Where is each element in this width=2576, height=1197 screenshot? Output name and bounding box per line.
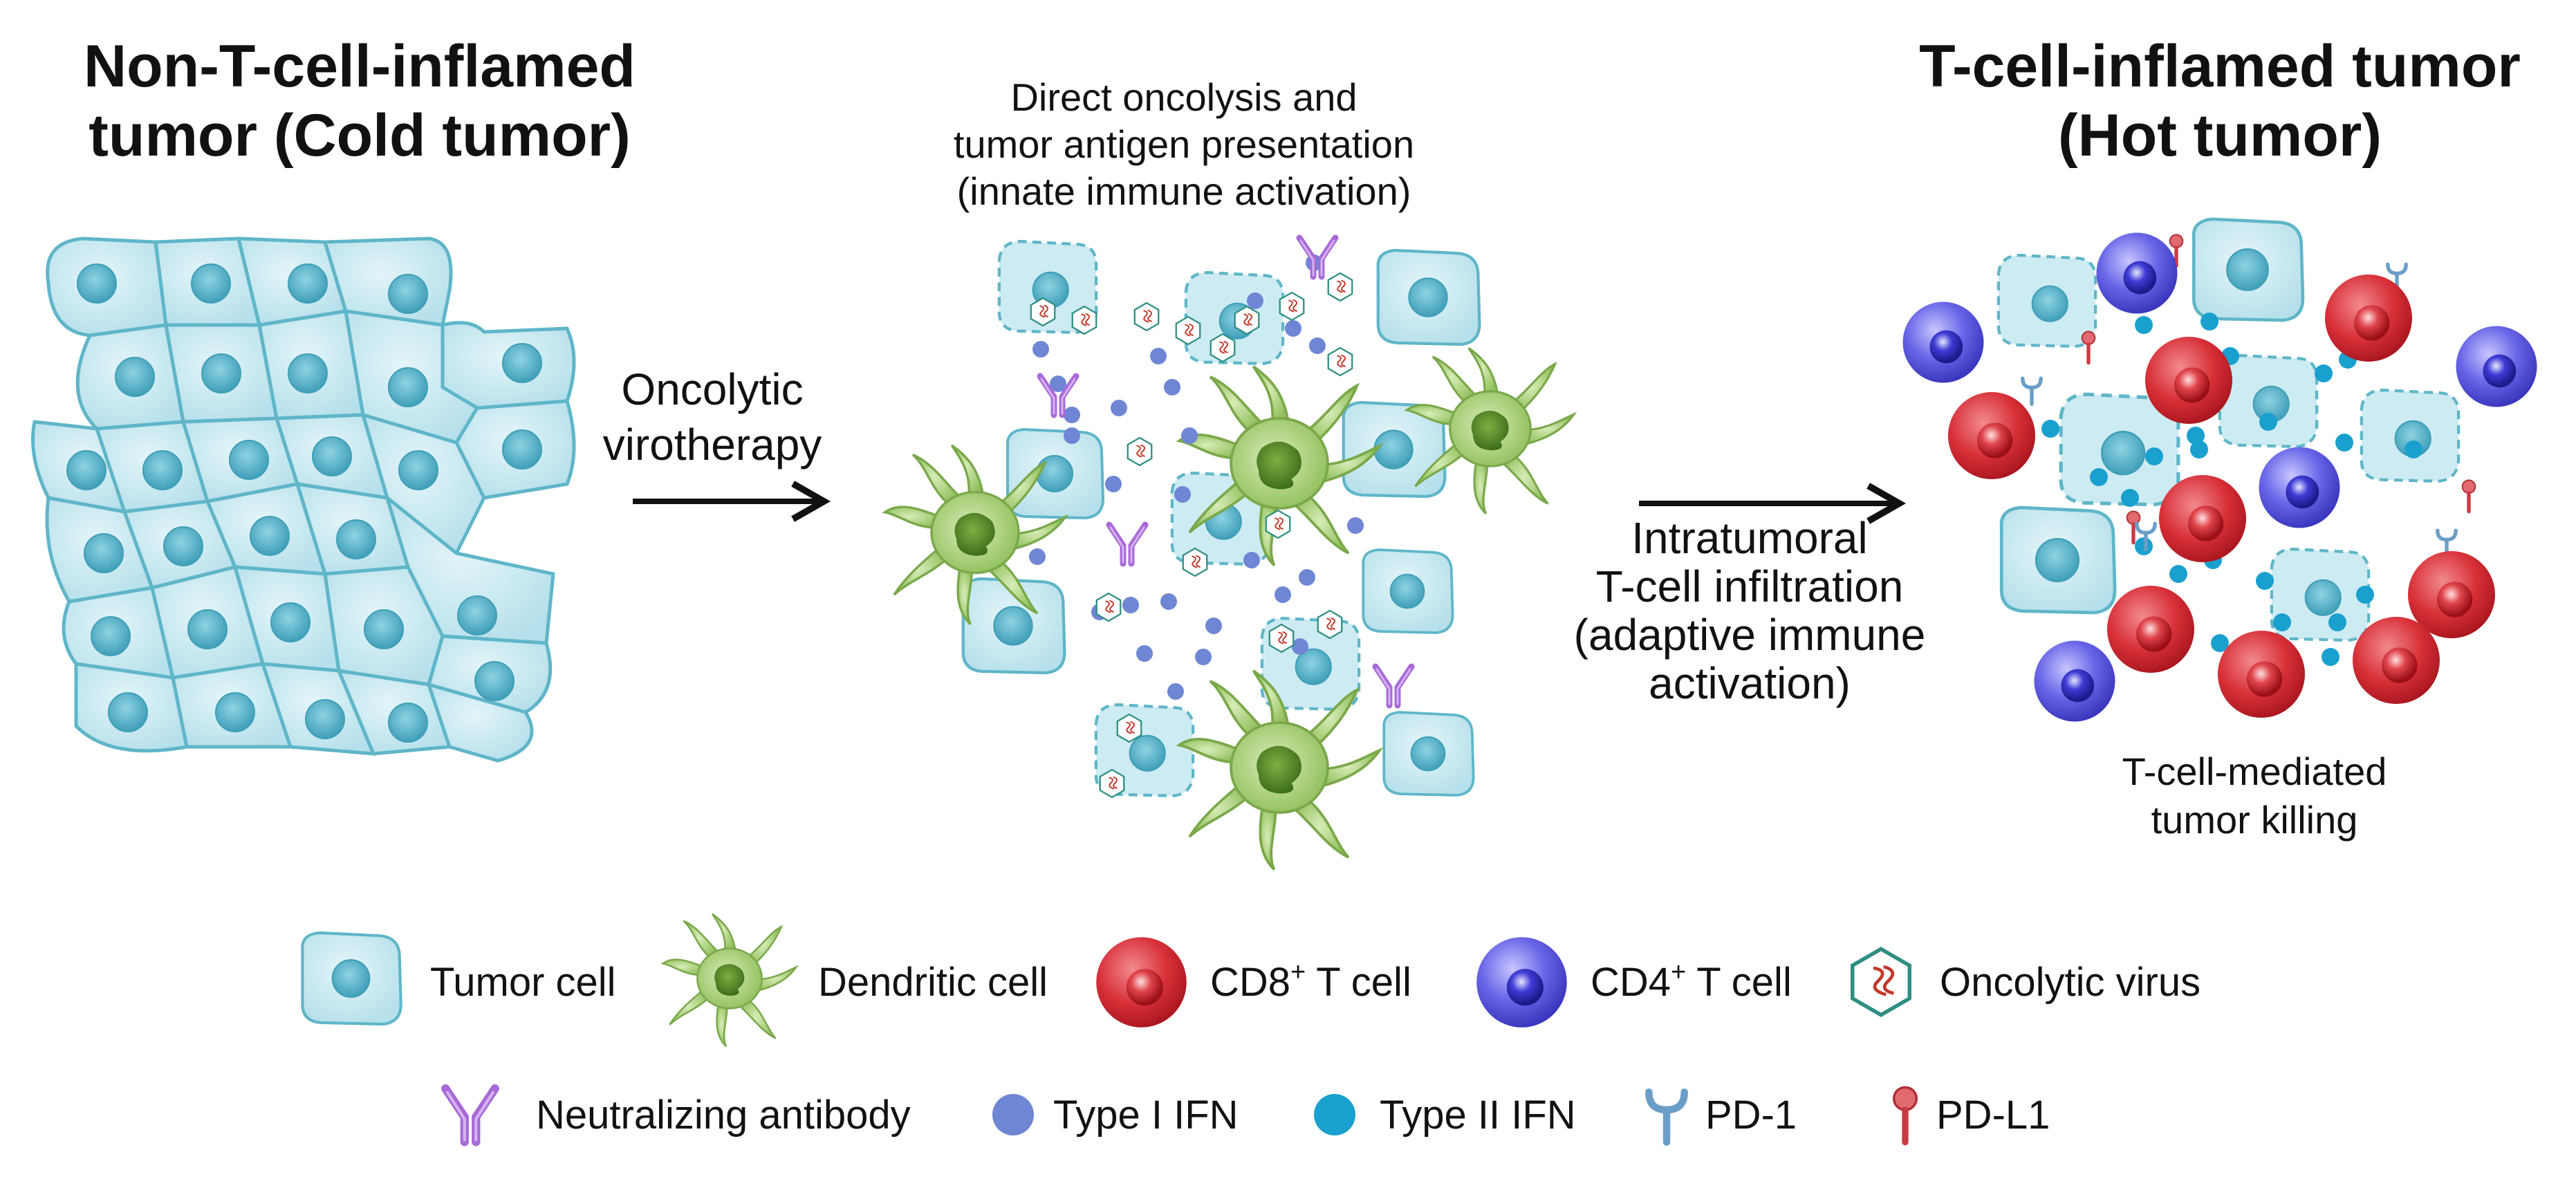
neutralizing-antibody-icon [445,1088,495,1142]
legend-label-cd4-t-cell: CD4+ T cell [1591,958,1792,1005]
legend-label-oncolytic-virus: Oncolytic virus [1940,960,2200,1005]
legend-item-neutralizing-antibody: Neutralizing antibody [445,1088,911,1142]
middle-caption-line1: Direct oncolysis and [1010,75,1357,119]
pd-l1-icon [1894,1087,1917,1142]
legend-item-type-ii-ifn: Type II IFN [1314,1093,1576,1138]
oncolytic-virotherapy-arrow: Oncolytic virotherapy [603,364,831,522]
legend-label-type-i-ifn: Type I IFN [1053,1093,1239,1138]
hot-tumor-cluster: T-cell-mediated tumor killing [1902,219,2537,842]
dendritic-cell-icon [661,913,798,1048]
legend-item-type-i-ifn: Type I IFN [992,1093,1239,1138]
legend-item-pd-l1: PD-L1 [1894,1087,2050,1142]
arrow2-label-line1: Intratumoral [1631,513,1867,563]
legend-label-pd-l1: PD-L1 [1936,1093,2050,1138]
arrow1-label-line1: Oncolytic [621,364,803,414]
legend-label-tumor-cell: Tumor cell [430,960,616,1005]
legend-label-dendritic-cell: Dendritic cell [818,960,1048,1005]
pd-1-icon [1649,1092,1684,1142]
legend-item-pd-1: PD-1 [1649,1092,1797,1142]
tumor-cell-icon [302,933,400,1024]
arrow1-label-line2: virotherapy [603,420,822,470]
middle-caption-line3: (innate immune activation) [957,169,1411,213]
cd4-t-cell-icon [1476,937,1567,1028]
legend-item-cd4-t-cell: CD4+ T cell [1476,937,1792,1028]
type-ii-ifn-icon [1314,1094,1355,1135]
arrow2-label-line3: (adaptive immune [1574,610,1926,660]
legend-label-cd8-t-cell: CD8+ T cell [1210,958,1411,1005]
cold-tumor-cluster [31,236,576,763]
legend-item-oncolytic-virus: Oncolytic virus [1853,949,2200,1014]
legend: Tumor cell Dendritic cell CD8+ T cell CD… [302,913,2200,1142]
oncolysis-cluster [883,238,1575,871]
arrow2-label-line4: activation) [1649,658,1851,708]
legend-label-type-ii-ifn: Type II IFN [1380,1093,1576,1138]
hot-caption-line1: T-cell-mediated [2122,750,2387,793]
t-cell-infiltration-arrow: Intratumoral T-cell infiltration (adapti… [1574,483,1926,708]
hot-caption-line2: tumor killing [2151,798,2358,842]
cd8-t-cell-icon [1096,937,1187,1028]
legend-label-neutralizing-antibody: Neutralizing antibody [536,1093,911,1138]
cold-tumor-title-line2: tumor (Cold tumor) [89,102,630,169]
cold-tumor-title-line1: Non-T-cell-inflamed [84,33,636,100]
hot-tumor-title-line1: T-cell-inflamed tumor [1919,33,2521,100]
oncolytic-virus-icon [1853,949,1910,1014]
legend-label-pd-1: PD-1 [1705,1093,1797,1138]
middle-caption-line2: tumor antigen presentation [954,122,1414,166]
legend-item-tumor-cell: Tumor cell [302,933,616,1024]
legend-item-cd8-t-cell: CD8+ T cell [1096,937,1411,1028]
arrow2-label-line2: T-cell infiltration [1596,562,1904,611]
type-i-ifn-icon [992,1094,1034,1135]
hot-tumor-title-line2: (Hot tumor) [2058,102,2382,169]
legend-item-dendritic-cell: Dendritic cell [661,913,1048,1048]
